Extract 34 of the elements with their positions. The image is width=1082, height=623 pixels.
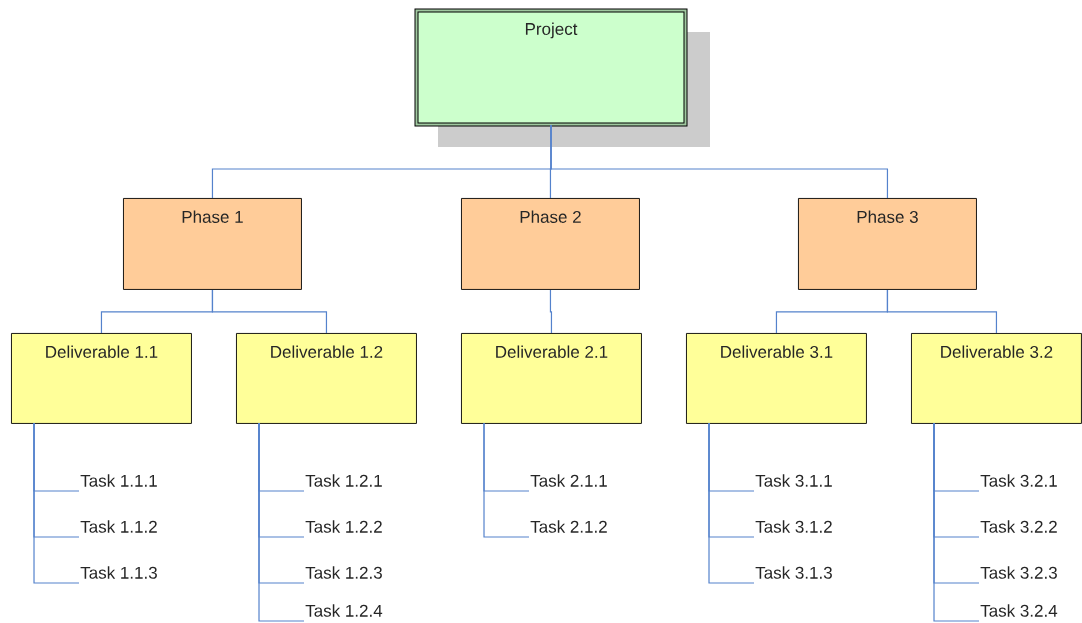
- connector-line: [211, 289, 328, 334]
- connector-line: [708, 422, 755, 584]
- connector-line: [33, 422, 80, 584]
- connector-line: [258, 422, 305, 622]
- deliverable-box: Deliverable 2.1: [461, 333, 642, 424]
- task-label: Task 3.1.1: [755, 474, 832, 487]
- task-label: Task 2.1.1: [530, 474, 607, 487]
- task-label: Task 3.2.1: [980, 474, 1057, 487]
- connector-line: [550, 124, 889, 199]
- connector-line: [549, 289, 553, 334]
- connector-line: [483, 422, 530, 538]
- task-label: Task 1.1.2: [80, 520, 157, 533]
- task-label: Task 1.1.1: [80, 474, 157, 487]
- project-box: Project: [414, 8, 710, 147]
- task-label: Task 1.2.2: [305, 520, 382, 533]
- phase-box: Phase 3: [798, 198, 977, 290]
- task-label: Task 2.1.2: [530, 520, 607, 533]
- task-label: Task 3.2.4: [980, 604, 1058, 617]
- task-label: Task 3.1.2: [755, 520, 832, 533]
- task-label: Task 3.1.3: [755, 566, 832, 579]
- deliverable-box: Deliverable 1.1: [11, 333, 192, 424]
- task-label: Task 3.2.3: [980, 566, 1057, 579]
- deliverable-box: Deliverable 3.1: [686, 333, 867, 424]
- connector-line: [886, 289, 998, 334]
- phase-box: Phase 2: [461, 198, 640, 290]
- task-label: Task 1.1.3: [80, 566, 157, 579]
- deliverable-box: Deliverable 1.2: [236, 333, 417, 424]
- phase-box: Phase 1: [123, 198, 302, 290]
- task-label: Task 1.2.3: [305, 566, 382, 579]
- connector-line: [933, 422, 980, 622]
- task-label: Task 1.2.1: [305, 474, 382, 487]
- deliverable-box: Deliverable 3.2: [911, 333, 1082, 424]
- task-label: Task 1.2.4: [305, 604, 383, 617]
- task-label: Task 3.2.2: [980, 520, 1057, 533]
